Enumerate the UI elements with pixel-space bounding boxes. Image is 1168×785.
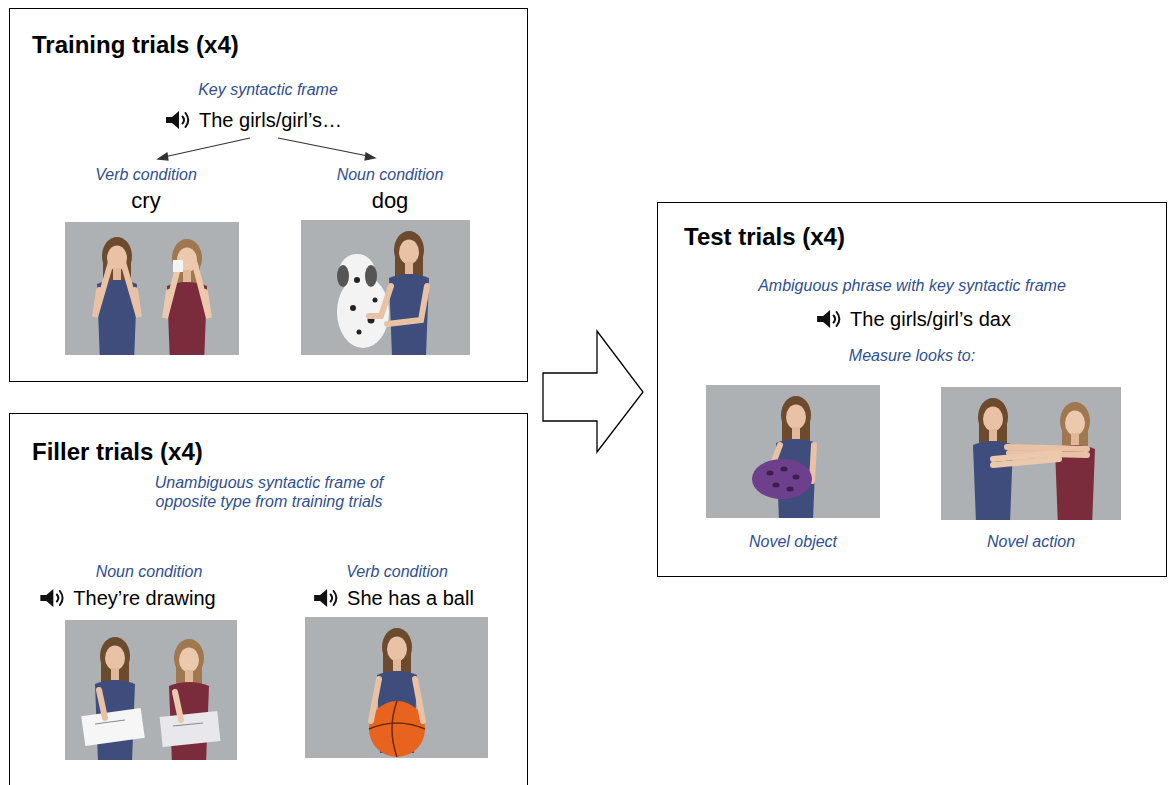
stimulus-text: dog <box>372 188 409 214</box>
annotation-text: Ambiguous phrase with key syntactic fram… <box>758 276 1066 295</box>
photo-crying <box>65 222 239 364</box>
panel-heading: Filler trials (x4) <box>32 438 203 467</box>
audio-phrase: The girls/girl’s dax <box>815 307 1011 331</box>
annotation-text: Verb condition <box>95 165 197 184</box>
audio-phrase: The girls/girl’s… <box>164 108 342 132</box>
photo-drawing <box>65 620 237 764</box>
trial-panel: Filler trials (x4) Unambiguous syntactic … <box>9 413 528 785</box>
trial-panel: Test trials (x4) Ambiguous phrase with ke… <box>657 202 1167 577</box>
photo-novel-action <box>941 387 1121 527</box>
annotation-text: Noun condition <box>96 562 203 581</box>
annotation-text: Novel action <box>987 532 1075 551</box>
speaker-icon <box>164 109 192 131</box>
branch-arrows <box>158 138 375 160</box>
annotation-text: Verb condition <box>346 562 448 581</box>
photo-novel-object <box>706 385 880 521</box>
stimulus-text: cry <box>131 188 160 214</box>
stimulus-text: She has a ball <box>347 586 474 610</box>
flow-arrow <box>543 331 643 452</box>
annotation-text: Unambiguous syntactic frame of opposite … <box>134 473 404 511</box>
photo-dog <box>301 220 470 356</box>
stimulus-text: The girls/girl’s dax <box>850 307 1011 331</box>
audio-phrase: They’re drawing <box>38 586 215 610</box>
annotation-text: Novel object <box>749 532 837 551</box>
speaker-icon <box>815 308 843 330</box>
annotation-text: Key syntactic frame <box>198 80 338 99</box>
speaker-icon <box>312 587 340 609</box>
speaker-icon <box>38 587 66 609</box>
stimulus-text: They’re drawing <box>73 586 215 610</box>
panel-heading: Training trials (x4) <box>32 31 239 60</box>
stimulus-text: The girls/girl’s… <box>199 108 342 132</box>
annotation-text: Measure looks to: <box>849 346 975 365</box>
photo-ball <box>305 617 488 758</box>
trial-panel: Training trials (x4) Key syntactic frameT… <box>9 8 528 382</box>
panel-heading: Test trials (x4) <box>684 223 845 252</box>
audio-phrase: She has a ball <box>312 586 474 610</box>
annotation-text: Noun condition <box>337 165 444 184</box>
